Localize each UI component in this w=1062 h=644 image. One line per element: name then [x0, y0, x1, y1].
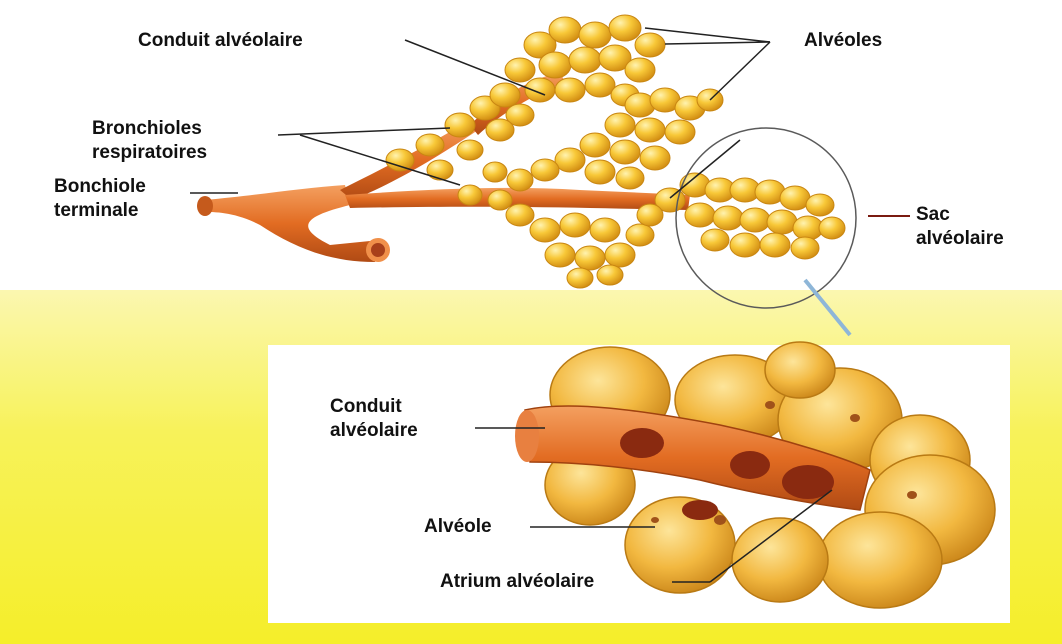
label-alveole: Alvéole	[424, 516, 492, 538]
label-sac-alveolaire-2: alvéolaire	[916, 228, 1004, 250]
label-alveoles: Alvéoles	[804, 30, 882, 52]
label-conduit-alveolaire-top: Conduit alvéolaire	[138, 30, 303, 52]
label-conduit-alveolaire-bottom-1: Conduit	[330, 396, 402, 418]
detail-duct-end	[515, 410, 539, 462]
tube-opening-lumen	[371, 243, 385, 257]
alveolar-sac-cluster	[637, 173, 845, 259]
label-bonchiole-terminale-2: terminale	[54, 200, 138, 222]
label-bronchioles-respiratoires-2: respiratoires	[92, 142, 207, 164]
label-bronchioles-respiratoires-1: Bronchioles	[92, 118, 202, 140]
label-sac-alveolaire-1: Sac	[916, 204, 950, 226]
zoom-connector-line	[805, 280, 850, 335]
label-conduit-alveolaire-bottom-2: alvéolaire	[330, 420, 418, 442]
label-bonchiole-terminale-1: Bonchiole	[54, 176, 146, 198]
label-atrium-alveolaire: Atrium alvéolaire	[440, 571, 594, 593]
terminal-bronchiole-end	[197, 196, 213, 216]
